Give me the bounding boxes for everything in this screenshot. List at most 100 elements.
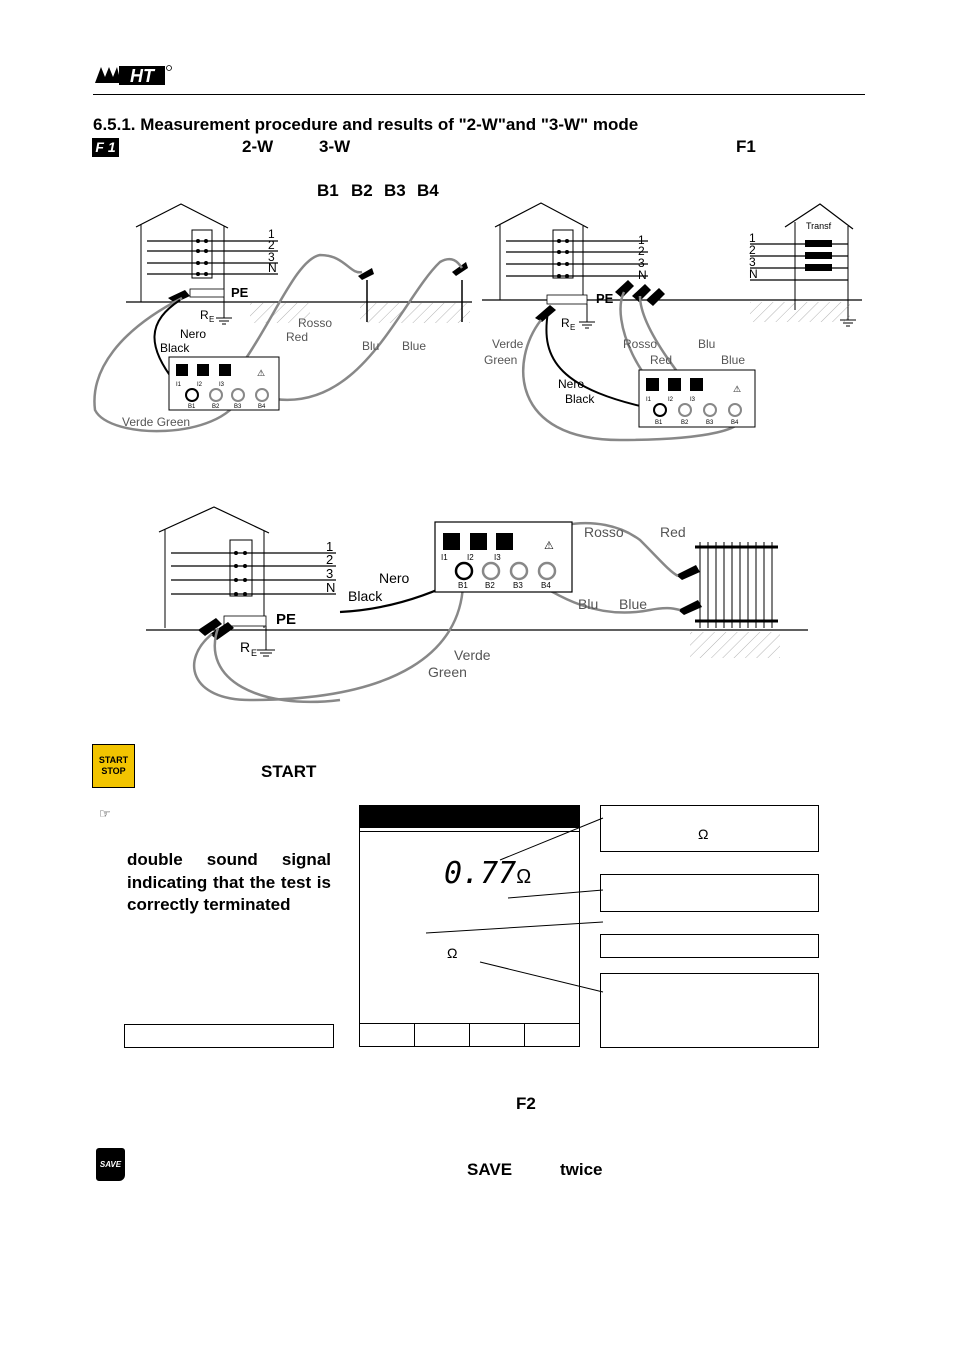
svg-text:Verde Green: Verde Green (122, 415, 190, 429)
svg-text:⚠: ⚠ (257, 368, 265, 378)
svg-text:I2: I2 (467, 553, 474, 562)
display-softkey-bar (360, 1023, 579, 1047)
svg-text:3: 3 (326, 566, 333, 581)
svg-text:I3: I3 (494, 553, 501, 562)
header-rule (93, 94, 865, 95)
d1-line-2: 2 (268, 238, 275, 252)
mode-3w: 3-W (319, 137, 351, 156)
svg-text:E: E (570, 323, 575, 332)
callout-box-1: Ω (600, 805, 819, 852)
svg-text:Blue: Blue (402, 339, 426, 353)
main-unit: Ω (516, 866, 532, 888)
svg-text:E: E (251, 648, 257, 658)
main-reading: 0.77Ω (444, 856, 531, 891)
svg-text:I3: I3 (219, 382, 225, 388)
d1-line-n: N (268, 261, 277, 275)
svg-text:Transf: Transf (806, 221, 832, 231)
svg-text:I2: I2 (197, 382, 203, 388)
diagram-1: 1 2 3 N PE R E I1 I2 I3 ⚠ (93, 203, 472, 433)
callout-1-unit: Ω (698, 826, 709, 842)
svg-text:B2: B2 (485, 581, 495, 590)
softkey-2[interactable] (415, 1024, 470, 1047)
svg-text:Rosso: Rosso (298, 316, 332, 330)
svg-text:B4: B4 (258, 404, 266, 410)
svg-text:⚠: ⚠ (733, 384, 741, 394)
b1-label: B1 (317, 181, 339, 200)
hand-pointer-icon: ☞ (99, 806, 111, 821)
svg-text:B3: B3 (513, 581, 523, 590)
mode-2w: 2-W (242, 137, 274, 156)
d1-re-sub: E (209, 315, 214, 324)
svg-text:N: N (638, 268, 647, 282)
svg-text:B1: B1 (458, 581, 468, 590)
save-key-icon: SAVE (96, 1148, 125, 1181)
svg-text:1: 1 (749, 231, 756, 245)
pe-bar-1 (189, 288, 225, 298)
svg-text:2: 2 (749, 243, 756, 257)
d1-re: R (200, 308, 209, 322)
clamp-icon (168, 290, 190, 303)
svg-text:B1: B1 (188, 404, 196, 410)
svg-text:Rosso: Rosso (623, 337, 657, 351)
svg-text:Red: Red (660, 524, 686, 540)
twice-label: twice (560, 1160, 603, 1179)
svg-text:Verde: Verde (492, 337, 524, 351)
svg-text:Blu: Blu (362, 339, 379, 353)
display-header-underline (360, 831, 579, 832)
svg-text:I1: I1 (176, 382, 182, 388)
d1-line-1: 1 (268, 227, 275, 241)
d1-pe: PE (231, 285, 249, 300)
svg-text:2: 2 (638, 244, 645, 258)
callout-box-4 (600, 973, 819, 1048)
f2-label: F2 (516, 1094, 536, 1113)
svg-text:N: N (749, 267, 758, 281)
svg-text:R: R (561, 316, 570, 330)
svg-text:Blu: Blu (698, 337, 715, 351)
svg-text:I3: I3 (690, 397, 696, 403)
svg-text:Green: Green (484, 353, 517, 367)
start-key-text: START (98, 755, 129, 765)
svg-text:N: N (326, 580, 335, 595)
svg-text:B3: B3 (706, 420, 714, 426)
start-stop-key-icon: START STOP (92, 744, 135, 788)
callout-box-3 (600, 934, 819, 958)
b4-label: B4 (417, 181, 439, 200)
save-label: SAVE (467, 1160, 513, 1179)
svg-text:2: 2 (326, 552, 333, 567)
svg-text:Nero: Nero (180, 327, 206, 341)
svg-text:Red: Red (650, 353, 672, 367)
stop-key-text: STOP (101, 766, 126, 776)
svg-text:I1: I1 (441, 553, 448, 562)
house-roof-1 (135, 203, 229, 229)
svg-text:1: 1 (326, 539, 333, 554)
softkey-3[interactable] (470, 1024, 525, 1047)
svg-text:PE: PE (596, 291, 614, 306)
svg-text:3: 3 (638, 256, 645, 270)
connection-diagrams: 1 2 3 N PE R E I1 I2 I3 ⚠ (93, 202, 862, 704)
callout-box-2 (600, 874, 819, 912)
svg-text:B2: B2 (212, 404, 220, 410)
svg-text:Verde: Verde (454, 647, 491, 663)
diagram-2: 1 2 3 N PE R E Transf 1 2 3 N (482, 202, 862, 442)
display-header-bar (360, 806, 579, 828)
svg-text:B3: B3 (234, 404, 242, 410)
svg-text:Red: Red (286, 330, 308, 344)
svg-text:B2: B2 (681, 420, 689, 426)
f1-key-icon: F 1 (92, 138, 119, 157)
b3-label: B3 (384, 181, 406, 200)
svg-text:Nero: Nero (558, 377, 584, 391)
main-value: 0.77 (444, 856, 517, 891)
svg-text:I1: I1 (646, 397, 652, 403)
softkey-1[interactable] (360, 1024, 415, 1047)
logo-text: HT (130, 66, 156, 86)
d1-line-3: 3 (268, 250, 275, 264)
f1-label: F1 (736, 137, 756, 156)
svg-text:I2: I2 (668, 397, 674, 403)
b2-label: B2 (351, 181, 373, 200)
svg-text:Nero: Nero (379, 570, 410, 586)
start-label: START (261, 762, 317, 781)
svg-text:Black: Black (348, 588, 383, 604)
svg-text:Green: Green (428, 664, 467, 680)
ht-logo: HT (93, 63, 173, 87)
